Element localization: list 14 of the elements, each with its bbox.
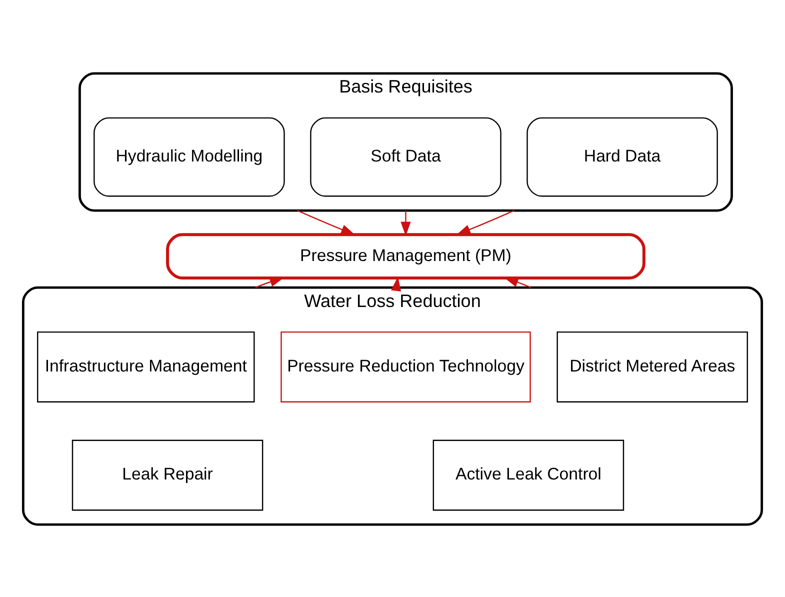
node-box: Pressure Management (PM) [166, 232, 646, 279]
arrow [456, 210, 514, 235]
node-box: Leak Repair [72, 439, 264, 510]
node-box: Pressure Reduction Technology [280, 330, 531, 402]
arrow [255, 276, 284, 288]
arrow [297, 210, 356, 235]
node-box: Soft Data [310, 116, 502, 196]
node-box: Hydraulic Modelling [94, 116, 285, 196]
node-box: Hard Data [526, 116, 718, 196]
node-box: Infrastructure Management [37, 330, 255, 402]
arrow [400, 210, 411, 236]
node-box: District Metered Areas [556, 330, 748, 402]
arrow [504, 276, 532, 288]
node-box: Active Leak Control [432, 439, 624, 510]
